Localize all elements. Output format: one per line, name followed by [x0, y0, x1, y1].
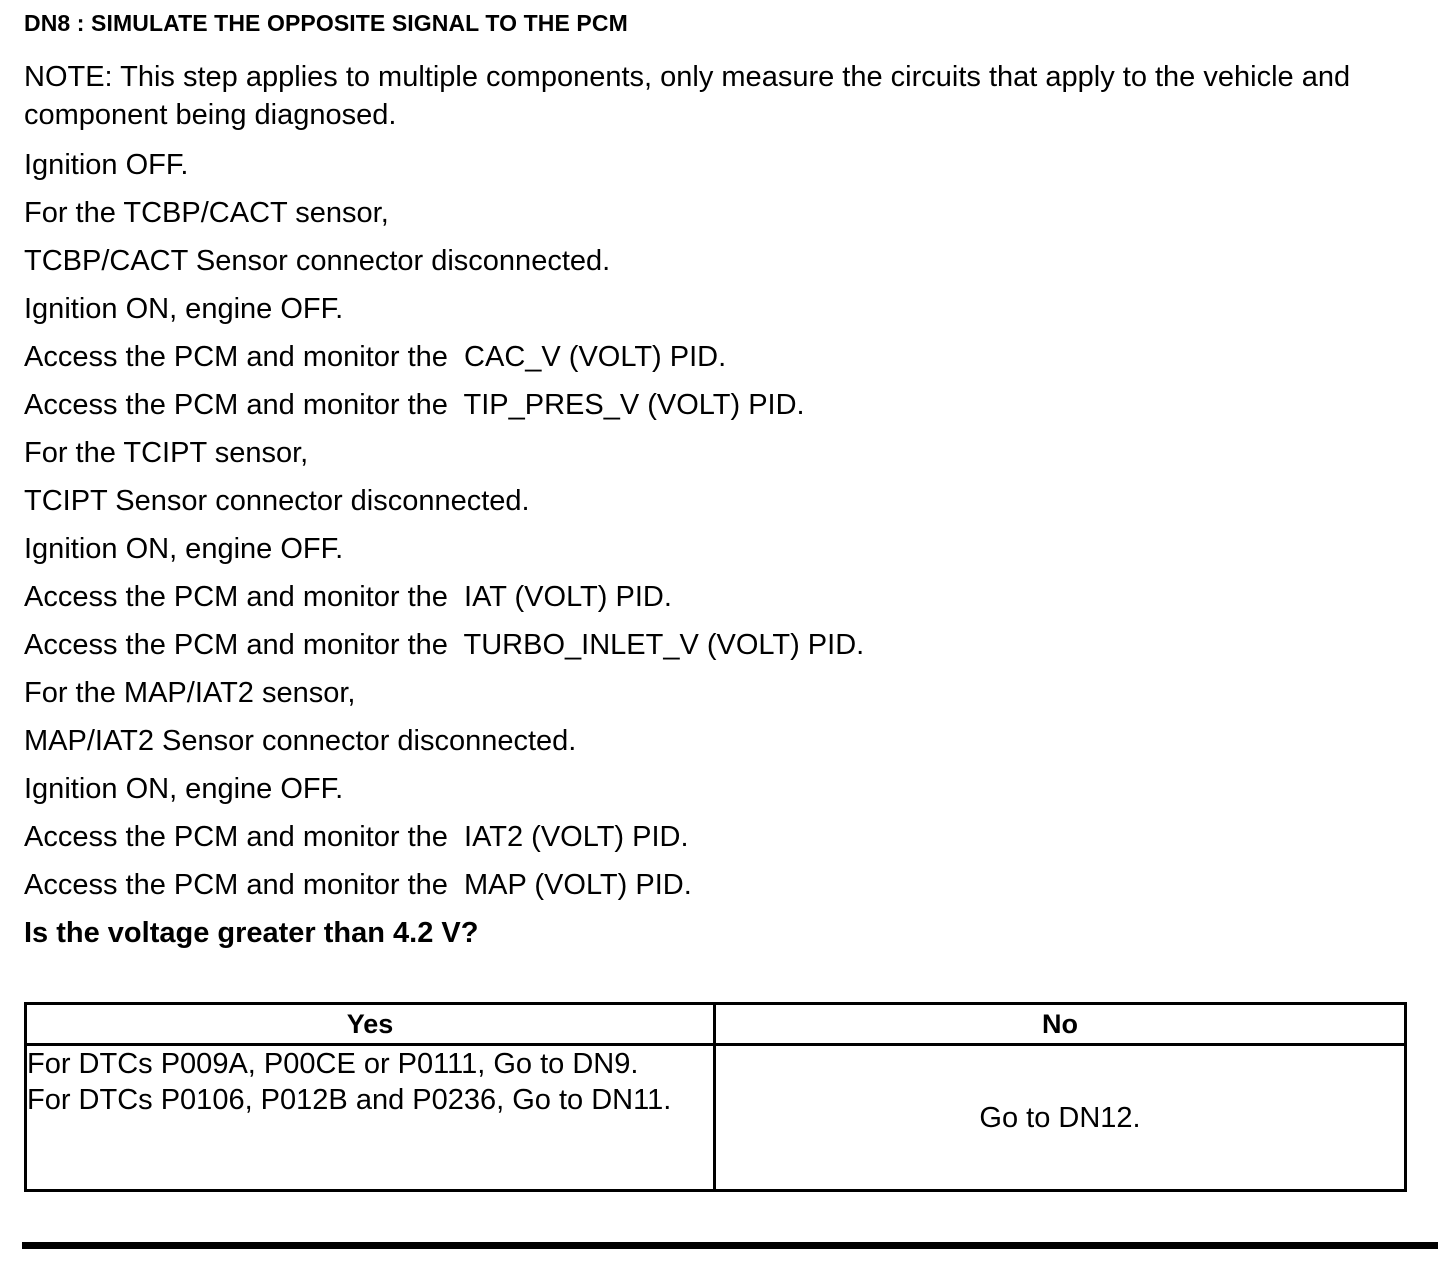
step-line: Ignition ON, engine OFF.	[24, 293, 344, 325]
step-line: MAP/IAT2 Sensor connector disconnected.	[24, 725, 577, 757]
note-paragraph: NOTE: This step applies to multiple comp…	[24, 61, 1351, 131]
step-line: Ignition ON, engine OFF.	[24, 773, 344, 805]
cell-no-result: Go to DN12.	[713, 1043, 1407, 1192]
step-question-line: Is the voltage greater than 4.2 V?	[24, 917, 479, 949]
page-title: DN8 : SIMULATE THE OPPOSITE SIGNAL TO TH…	[24, 10, 628, 36]
step-line: Access the PCM and monitor the IAT2 (VOL…	[24, 821, 689, 853]
step-line: For the TCBP/CACT sensor,	[24, 197, 389, 229]
table-header-row: Yes No	[24, 1002, 1407, 1046]
step-line: TCIPT Sensor connector disconnected.	[24, 485, 530, 517]
step-line: For the MAP/IAT2 sensor,	[24, 677, 356, 709]
step-line: Access the PCM and monitor the TURBO_INL…	[24, 629, 865, 661]
step-line: Access the PCM and monitor the MAP (VOLT…	[24, 869, 692, 901]
cell-yes-result: For DTCs P009A, P00CE or P0111, Go to DN…	[24, 1043, 716, 1192]
step-line: For the TCIPT sensor,	[24, 437, 309, 469]
step-instruction-list: Ignition OFF. For the TCBP/CACT sensor, TC…	[24, 141, 1424, 957]
step-line: Ignition ON, engine OFF.	[24, 533, 344, 565]
bottom-divider-rule	[22, 1242, 1438, 1249]
column-header-no: No	[713, 1002, 1407, 1046]
column-header-yes: Yes	[24, 1002, 716, 1046]
step-line: Access the PCM and monitor the TIP_PRES_…	[24, 389, 805, 421]
step-line: Access the PCM and monitor the CAC_V (VO…	[24, 341, 727, 373]
step-line: Access the PCM and monitor the IAT (VOLT…	[24, 581, 672, 613]
step-line: TCBP/CACT Sensor connector disconnected.	[24, 245, 611, 277]
decision-table: Yes No For DTCs P009A, P00CE or P0111, G…	[24, 1002, 1407, 1192]
step-line: Ignition OFF.	[24, 149, 189, 181]
table-row: For DTCs P009A, P00CE or P0111, Go to DN…	[24, 1043, 1407, 1192]
